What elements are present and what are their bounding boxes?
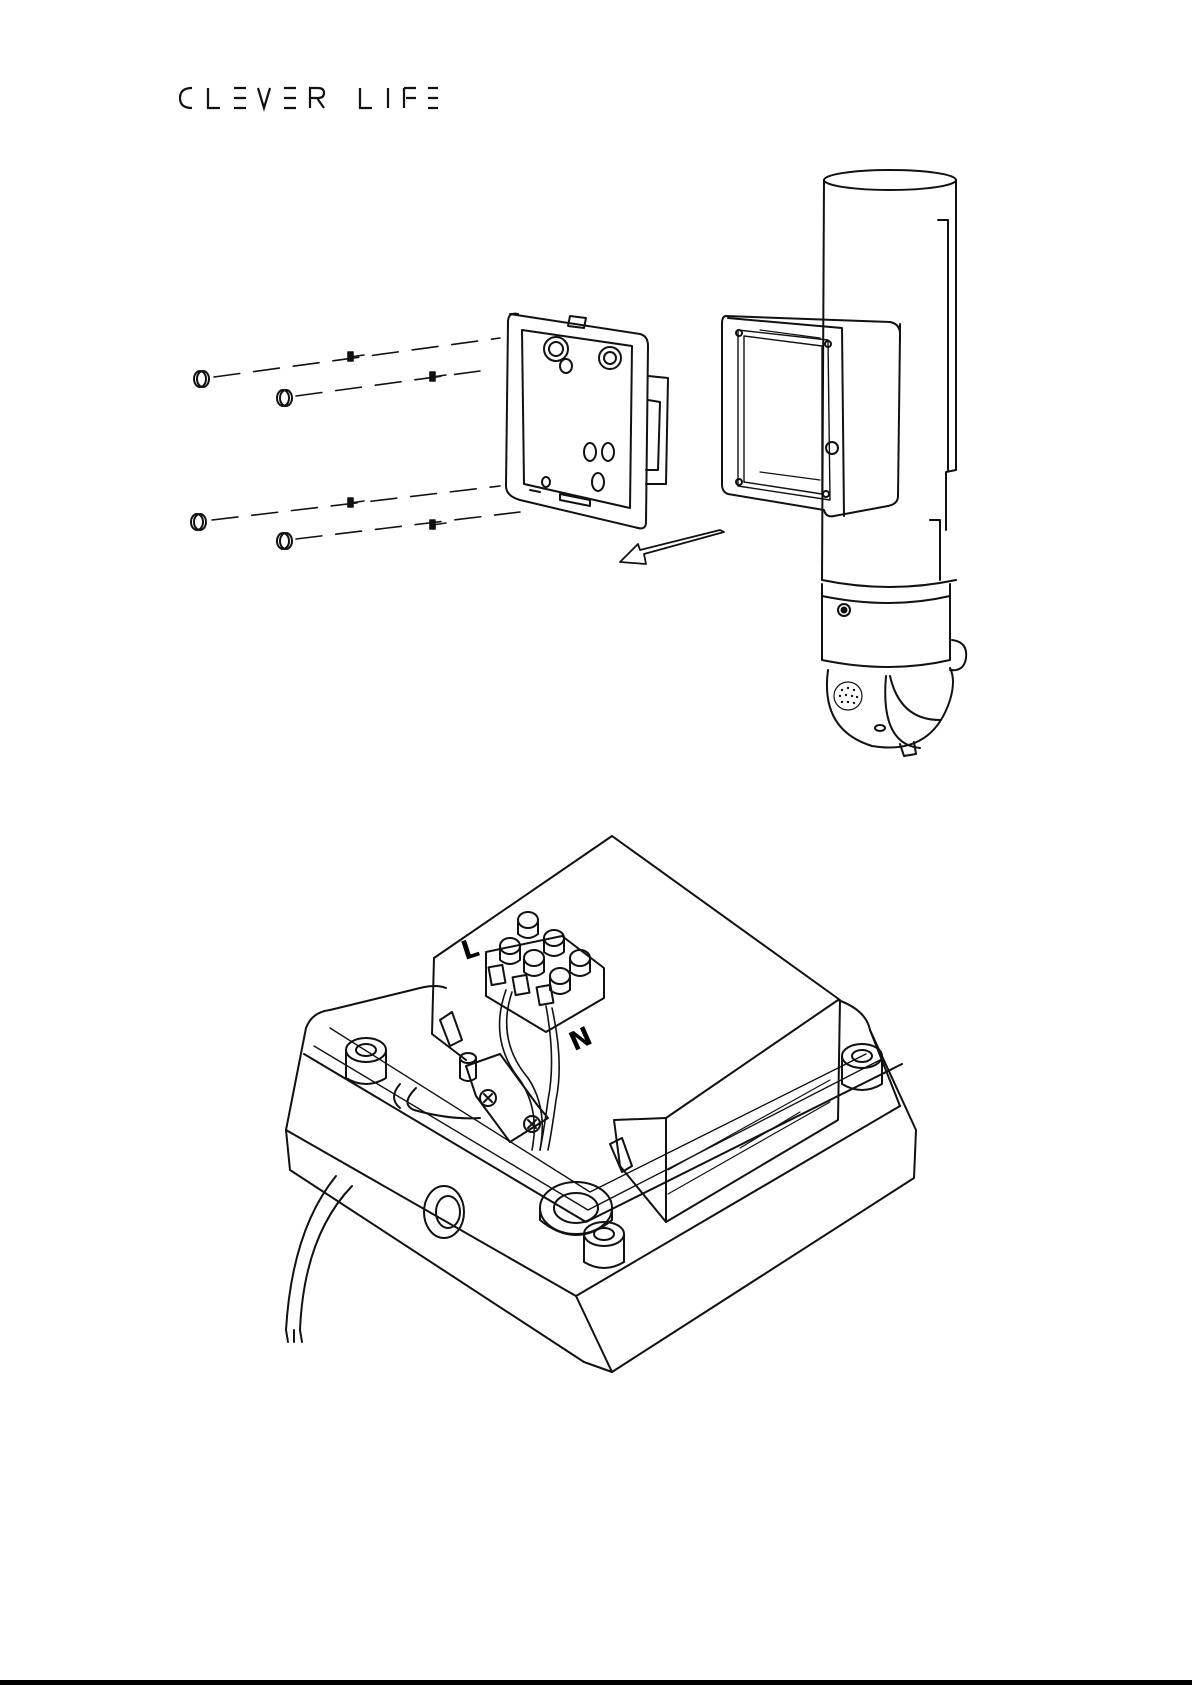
camera-bracket bbox=[722, 316, 900, 516]
cable-clamp bbox=[394, 1054, 548, 1142]
junction-box-base bbox=[286, 986, 916, 1372]
terminal-label-live: L bbox=[458, 933, 483, 967]
terminal-label-neutral: N bbox=[565, 1022, 597, 1058]
junction-box bbox=[506, 314, 668, 529]
page-footer-rule bbox=[0, 1680, 1192, 1685]
wall-plug-icon bbox=[191, 514, 206, 530]
mounting-exploded-diagram bbox=[0, 0, 1192, 780]
wall-plug-icon bbox=[277, 390, 292, 406]
direction-arrow-icon bbox=[620, 530, 724, 564]
terminal-block bbox=[486, 912, 604, 1032]
wall-plug-icon bbox=[277, 533, 292, 549]
mounting-post-icon bbox=[584, 1222, 624, 1268]
cable-hole-icon bbox=[540, 1182, 612, 1235]
power-cable bbox=[286, 1176, 352, 1342]
wall-plug-icon bbox=[194, 371, 209, 387]
screw-icon bbox=[348, 352, 364, 361]
wiring-diagram: L N bbox=[0, 820, 1192, 1380]
power-module bbox=[432, 836, 840, 1222]
alignment-lines bbox=[212, 338, 520, 539]
